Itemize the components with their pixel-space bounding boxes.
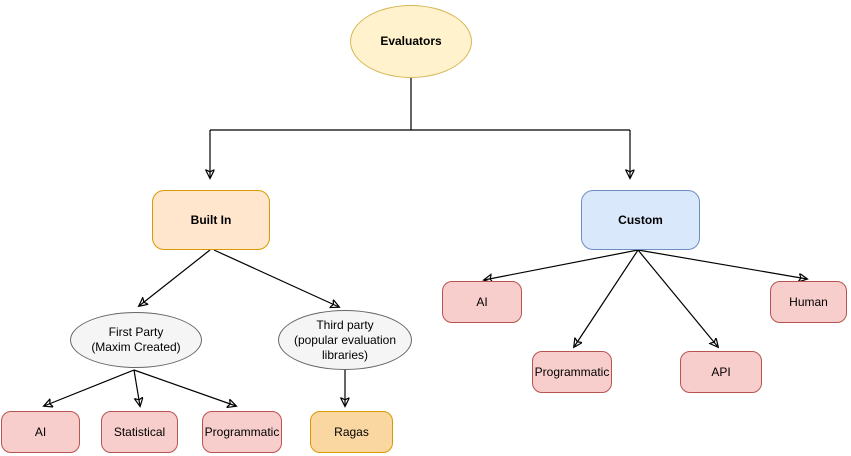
node-built-in-label: Built In: [190, 212, 232, 227]
node-custom-human: Human: [770, 281, 847, 323]
edge-builtin-thirdparty: [213, 249, 339, 307]
node-custom-human-label: Human: [789, 294, 828, 309]
node-built-in: Built In: [152, 190, 270, 250]
node-custom: Custom: [581, 190, 700, 250]
node-first-party-label: First Party (Maxim Created): [91, 325, 181, 354]
node-ragas-label: Ragas: [334, 424, 369, 439]
node-third-party-label: Third party (popular evaluation librarie…: [293, 317, 397, 362]
node-custom-programmatic-label: Programmatic: [534, 364, 610, 379]
node-first-party: First Party (Maxim Created): [70, 312, 202, 368]
node-builtin-programmatic-label: Programmatic: [204, 424, 280, 439]
edge-custom-ai: [484, 249, 639, 280]
edge-custom-programmatic: [574, 249, 639, 347]
node-third-party: Third party (popular evaluation librarie…: [278, 310, 412, 370]
node-builtin-statistical: Statistical: [101, 411, 178, 453]
edge-firstparty-ai: [44, 369, 135, 406]
node-custom-ai: AI: [442, 281, 522, 323]
node-ragas: Ragas: [310, 411, 393, 453]
node-builtin-statistical-label: Statistical: [113, 424, 166, 439]
edge-firstparty-statistical: [134, 369, 140, 406]
node-builtin-programmatic: Programmatic: [202, 411, 282, 453]
node-evaluators: Evaluators: [350, 5, 472, 78]
edge-custom-api: [637, 249, 718, 347]
node-custom-ai-label: AI: [476, 294, 488, 309]
node-builtin-ai: AI: [1, 411, 80, 453]
node-custom-label: Custom: [618, 212, 663, 227]
edge-firstparty-programmatic: [133, 369, 236, 406]
node-custom-programmatic: Programmatic: [532, 351, 612, 393]
edge-trunk: [210, 78, 630, 131]
edge-custom-human: [637, 249, 807, 279]
node-evaluators-label: Evaluators: [380, 34, 442, 48]
node-builtin-ai-label: AI: [34, 424, 47, 439]
node-custom-api-label: API: [711, 364, 731, 379]
node-custom-api: API: [680, 351, 762, 393]
edge-builtin-firstparty: [139, 249, 211, 306]
